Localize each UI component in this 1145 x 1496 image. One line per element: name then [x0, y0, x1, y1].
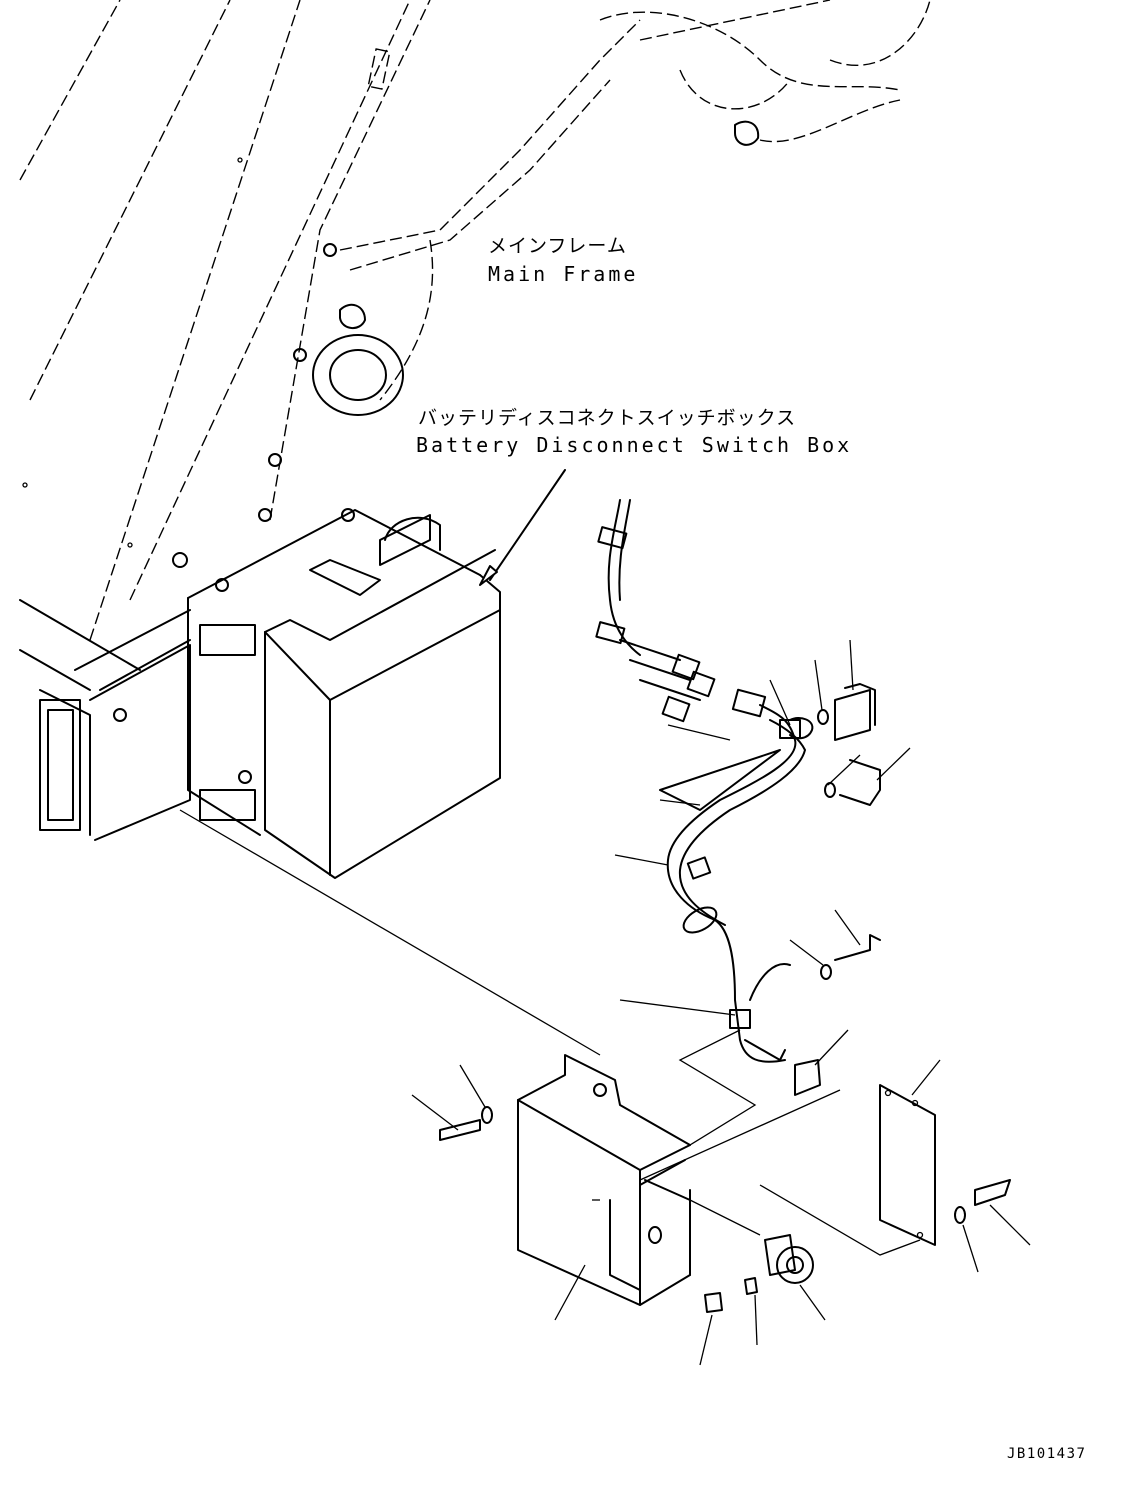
callout-lines [179, 639, 1031, 1366]
wiring-harness [595, 499, 814, 1063]
drawing-code: JB101437 [1007, 1446, 1087, 1462]
switch-box-installed [187, 469, 566, 879]
frame-rail [19, 599, 191, 841]
switch-box-label-en: Battery Disconnect Switch Box [416, 433, 853, 457]
switch-box-label-jp: バッテリディスコネクトスイッチボックス [418, 407, 797, 429]
main-frame-label-en: Main Frame [488, 262, 639, 286]
cover-plate [879, 1084, 936, 1246]
switch-box-exploded [517, 1054, 691, 1306]
main-frame-label-jp: メインフレーム [488, 235, 627, 257]
main-frame-drawing [19, 0, 931, 641]
